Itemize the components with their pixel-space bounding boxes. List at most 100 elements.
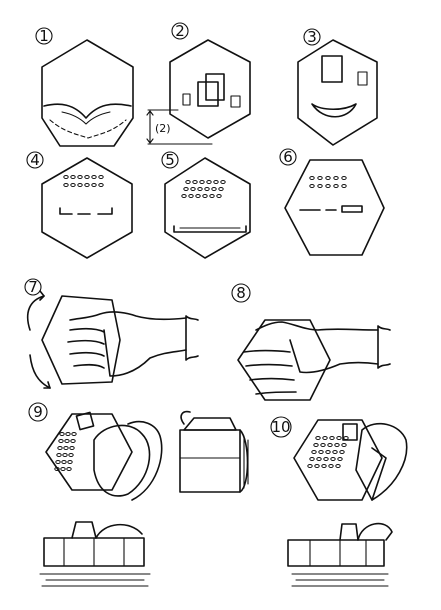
step-5-slot-line xyxy=(173,225,247,233)
step-4: 4 xyxy=(26,151,133,259)
step-1-flap-edge xyxy=(61,111,111,125)
hole-dot xyxy=(317,184,323,188)
step-7-sleeve xyxy=(185,315,199,361)
hole-dot xyxy=(91,183,97,187)
step-10: 10 xyxy=(270,416,408,587)
hole-dot xyxy=(77,175,83,179)
step-2-dimension-arrows xyxy=(146,110,154,144)
step-1-fold-flap xyxy=(43,103,132,119)
step-7-fingers xyxy=(67,327,105,369)
hole-dot xyxy=(195,194,201,198)
step-10-badge xyxy=(270,416,292,438)
step-2-square-b xyxy=(205,73,225,101)
hole-dot xyxy=(197,187,203,191)
hole-dot xyxy=(330,457,336,461)
hole-dot xyxy=(67,460,73,464)
step-9-bottom-view xyxy=(39,521,151,587)
hole-dot xyxy=(63,183,69,187)
step-2-dimension-label: (2) xyxy=(155,122,171,135)
step-1-number: 1 xyxy=(39,27,49,45)
hole-dot xyxy=(209,194,215,198)
hole-dot xyxy=(202,194,208,198)
hole-dot xyxy=(64,439,70,443)
step-8: 8 xyxy=(231,283,391,401)
step-7-rotate-arrow-top xyxy=(26,295,45,331)
step-9-side-lid xyxy=(183,417,237,431)
step-7-hand-top xyxy=(69,311,187,321)
hole-dot xyxy=(325,176,331,180)
hole-dot xyxy=(322,436,328,440)
step-2: 2 (2) xyxy=(146,22,251,145)
step-10-base-clip xyxy=(339,523,359,541)
hole-dot xyxy=(59,432,65,436)
step-7-arrowhead-top xyxy=(39,290,45,301)
step-9-clip xyxy=(75,411,95,431)
step-9-base-clip xyxy=(71,521,97,539)
step-5-dot-grid xyxy=(181,180,226,198)
hole-dot xyxy=(58,439,64,443)
hole-dot xyxy=(309,176,315,180)
hole-dot xyxy=(311,450,317,454)
step-9-badge xyxy=(28,402,48,422)
hole-dot xyxy=(315,436,321,440)
hole-dot xyxy=(336,436,342,440)
hole-dot xyxy=(321,464,327,468)
hole-dot xyxy=(327,443,333,447)
hole-dot xyxy=(185,180,191,184)
hole-dot xyxy=(211,187,217,191)
hole-dot xyxy=(216,194,222,198)
step-4-badge xyxy=(26,151,44,169)
hole-dot xyxy=(63,446,69,450)
step-9-side-flap xyxy=(239,429,249,493)
step-2-hexagon xyxy=(169,39,251,139)
step-4-slot-line xyxy=(59,207,113,215)
hole-dot xyxy=(69,446,75,450)
step-9-dot-grid xyxy=(54,432,77,471)
step-10-bottom-view xyxy=(287,522,393,587)
hole-dot xyxy=(332,450,338,454)
step-3-number: 3 xyxy=(307,28,317,46)
step-3-tab xyxy=(357,71,368,86)
step-3-curved-piece xyxy=(311,103,357,118)
hole-dot xyxy=(84,175,90,179)
hole-dot xyxy=(329,436,335,440)
step-2-tab-right xyxy=(230,95,241,108)
hole-dot xyxy=(323,457,329,461)
step-9-side-box xyxy=(179,429,241,493)
hole-dot xyxy=(181,194,187,198)
step-3-badge xyxy=(303,28,321,46)
hole-dot xyxy=(307,464,313,468)
hole-dot xyxy=(98,183,104,187)
hole-dot xyxy=(199,180,205,184)
step-10-base-hatching xyxy=(291,573,389,587)
step-6-hexagon xyxy=(284,159,385,256)
step-6-slot-line xyxy=(299,205,363,213)
hole-dot xyxy=(55,460,61,464)
step-4-number: 4 xyxy=(30,151,40,169)
hole-dot xyxy=(343,436,349,440)
step-8-number: 8 xyxy=(236,284,246,302)
step-2-badge xyxy=(171,22,189,40)
step-7-palm xyxy=(103,329,187,377)
hole-dot xyxy=(54,467,60,471)
hole-dot xyxy=(341,443,347,447)
step-6-dot-grid xyxy=(309,176,347,188)
step-9-base-arch xyxy=(95,523,143,539)
step-8-sleeve xyxy=(377,325,391,369)
step-9: 9 xyxy=(28,402,249,587)
step-8-hexagon xyxy=(237,319,331,401)
step-6: 6 xyxy=(279,148,385,256)
hole-dot xyxy=(328,464,334,468)
hole-dot xyxy=(188,194,194,198)
step-8-fingers xyxy=(243,349,297,395)
hole-dot xyxy=(91,175,97,179)
step-7-badge xyxy=(24,278,42,296)
hole-dot xyxy=(63,175,69,179)
step-10-clip xyxy=(342,423,358,441)
hole-dot xyxy=(192,180,198,184)
step-3-square xyxy=(321,55,343,83)
step-7-number: 7 xyxy=(28,278,38,296)
step-9-folded-flap xyxy=(93,424,151,497)
